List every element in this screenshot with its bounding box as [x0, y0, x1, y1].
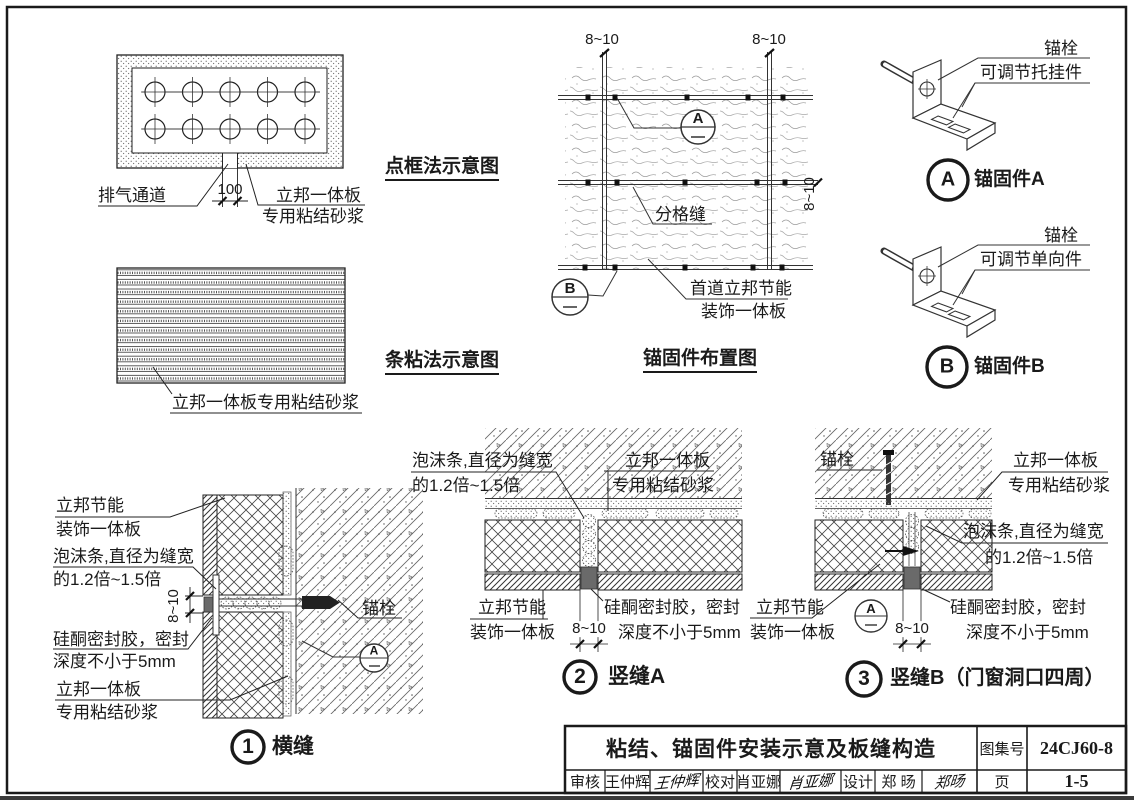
anchor-b-title: 锚固件B: [974, 356, 1045, 377]
d2-dim: 8~10: [570, 620, 608, 638]
d2-number: 2: [574, 664, 586, 688]
dot-mortar-label-1: 立邦一体板: [276, 186, 361, 205]
grid-joint-label: 分格缝: [655, 205, 706, 224]
d1-bolt-label: 锚栓: [362, 599, 396, 618]
anchor-a-part-label: 可调节托挂件: [980, 63, 1082, 82]
d3-callout: A: [866, 601, 876, 617]
anchor-b-callout: B: [939, 355, 955, 378]
anchor-a-callout: A: [940, 168, 956, 191]
layout-callout-a: A: [692, 110, 704, 128]
anchor-a-figure: [880, 57, 1090, 202]
d2-seal-label-1: 硅酮密封胶，密封: [604, 598, 740, 617]
d1-panel-label-1: 立邦节能: [56, 496, 124, 515]
dot-mortar-label-2: 专用粘结砂浆: [262, 207, 364, 226]
first-panel-label-2: 装饰一体板: [701, 302, 786, 321]
detail2-figure: [411, 428, 743, 695]
d3-mortar-label-1: 立邦一体板: [1013, 451, 1098, 470]
d2-seal-label-2: 深度不小于5mm: [618, 623, 741, 642]
d3-panel-label-2: 装饰一体板: [750, 623, 835, 642]
dot-method-figure: [98, 54, 365, 207]
exhaust-channel-label: 排气通道: [98, 186, 166, 205]
detail3-figure: [750, 428, 1108, 698]
d2-foam-label-2: 的1.2倍~1.5倍: [412, 476, 521, 495]
d1-callout: A: [369, 643, 379, 658]
d1-seal-label-1: 硅酮密封胶，密封: [53, 630, 189, 649]
d3-bolt-label: 锚栓: [820, 450, 854, 469]
first-panel-label-1: 首道立邦节能: [690, 279, 792, 298]
design-label: 设计: [842, 774, 873, 791]
proofread-label: 校对: [704, 774, 735, 791]
d3-seal-label-2: 深度不小于5mm: [966, 623, 1089, 642]
d2-mortar-label-1: 立邦一体板: [625, 451, 710, 470]
designer-name: 郑 旸: [881, 774, 916, 791]
d3-foam-label-1: 泡沫条,直径为缝宽: [963, 522, 1104, 541]
d3-number: 3: [858, 666, 870, 690]
atlas-number-value: 24CJ60-8: [1040, 737, 1113, 758]
d2-foam-label-1: 泡沫条,直径为缝宽: [412, 451, 553, 470]
d3-dim: 8~10: [893, 620, 931, 638]
d2-panel-label-2: 装饰一体板: [470, 623, 555, 642]
d1-title: 横缝: [272, 735, 314, 758]
layout-dim-top-left: 8~10: [585, 31, 619, 49]
detail1-figure: [53, 488, 423, 765]
strip-method-figure: [116, 267, 362, 414]
dot-method-title: 点框法示意图: [385, 157, 500, 181]
anchor-layout-title: 锚固件布置图: [643, 349, 758, 373]
d2-title: 竖缝A: [608, 665, 666, 688]
anchor-a-title: 锚固件A: [974, 169, 1045, 190]
d1-panel-label-2: 装饰一体板: [56, 520, 141, 539]
d1-number: 1: [242, 734, 254, 758]
anchor-b-figure: [880, 244, 1090, 389]
title-block-grid: [563, 724, 1128, 795]
d3-title: 竖缝B（门窗洞口四周）: [890, 667, 1105, 689]
d2-panel-label-1: 立邦节能: [478, 598, 546, 617]
d1-foam-label-2: 的1.2倍~1.5倍: [53, 570, 162, 589]
layout-callout-b: B: [564, 280, 576, 298]
d3-mortar-label-2: 专用粘结砂浆: [1008, 476, 1110, 495]
layout-dim-right: 8~10: [801, 177, 819, 211]
d3-panel-label-1: 立邦节能: [756, 598, 824, 617]
reviewer-signature: 王仲辉: [653, 772, 700, 794]
dim-100: 100: [217, 181, 243, 199]
strip-mortar-label: 立邦一体板专用粘结砂浆: [172, 393, 359, 412]
review-label: 审核: [569, 774, 600, 791]
anchor-b-part-label: 可调节单向件: [980, 250, 1082, 269]
d1-foam-label-1: 泡沫条,直径为缝宽: [53, 547, 194, 566]
d1-seal-label-2: 深度不小于5mm: [53, 652, 176, 671]
d1-mortar-label-2: 专用粘结砂浆: [56, 703, 158, 722]
d3-foam-label-2: 的1.2倍~1.5倍: [985, 548, 1094, 567]
strip-method-title: 条粘法示意图: [385, 351, 500, 375]
page-number: 1-5: [1064, 771, 1089, 791]
page-label: 页: [994, 774, 1010, 791]
layout-dim-top-right: 8~10: [752, 31, 786, 49]
anchor-layout-figure: [551, 48, 823, 316]
d1-dim: 8~10: [165, 589, 183, 623]
d2-mortar-label-2: 专用粘结砂浆: [612, 476, 714, 495]
anchor-b-bolt-label: 锚栓: [1044, 226, 1078, 245]
reviewer-name: 王仲辉: [605, 774, 651, 791]
sheet-title: 粘结、锚固件安装示意及板缝构造: [606, 738, 936, 761]
d3-seal-label-1: 硅酮密封胶，密封: [950, 598, 1086, 617]
proofreader-name: 肖亚娜: [736, 774, 782, 791]
anchor-a-bolt-label: 锚栓: [1044, 39, 1078, 58]
d1-mortar-label-1: 立邦一体板: [56, 680, 141, 699]
atlas-number-label: 图集号: [979, 740, 1025, 758]
